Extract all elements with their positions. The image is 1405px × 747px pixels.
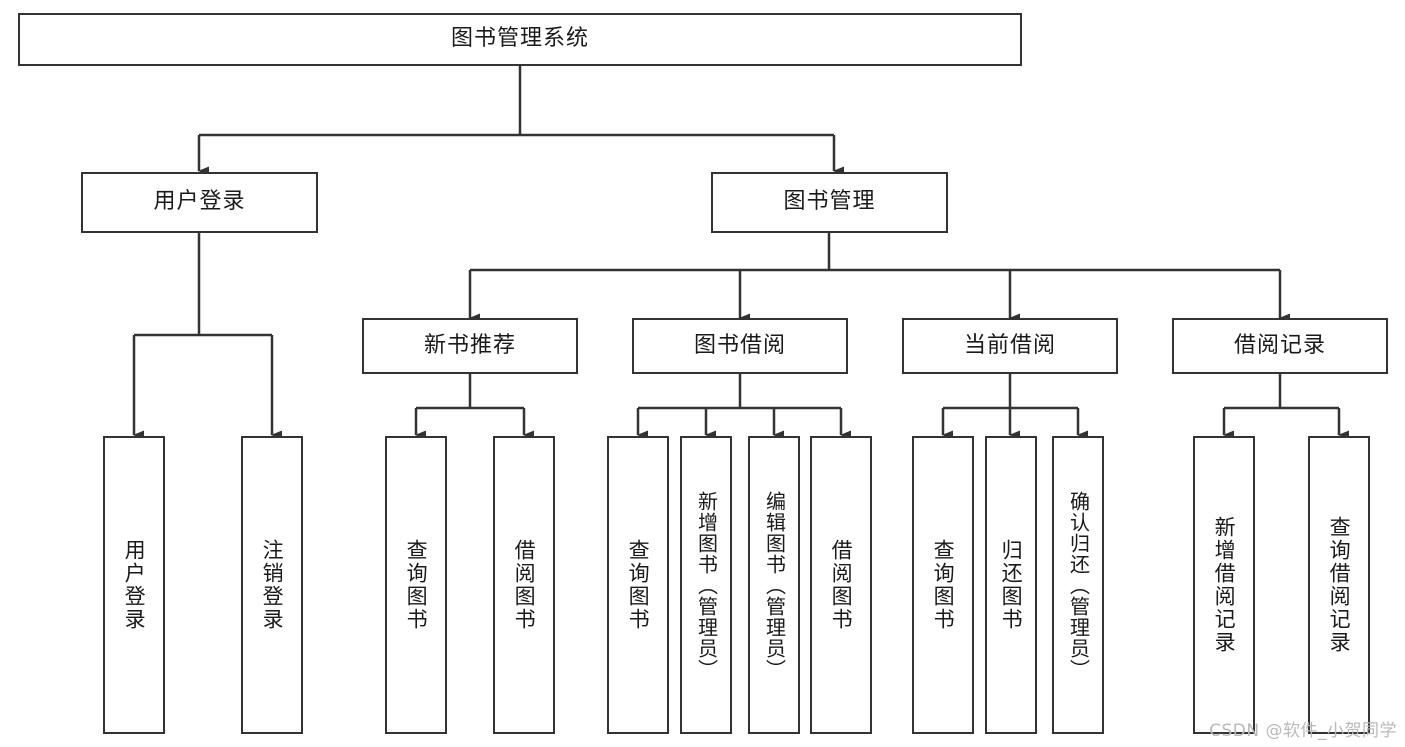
node-label: 图书管理系统 bbox=[450, 26, 589, 52]
node-label: 查询图书 bbox=[626, 539, 651, 631]
node-label: 图书管理 bbox=[783, 189, 876, 215]
node-label: 查询图书 bbox=[404, 539, 429, 631]
node-book-borrow[interactable]: 图书借阅 bbox=[632, 318, 848, 374]
node-label: 编辑图书（管理员） bbox=[762, 490, 787, 680]
leaf-edit-book-admin[interactable]: 编辑图书（管理员） bbox=[748, 436, 800, 734]
node-label: 注销登录 bbox=[260, 539, 285, 631]
node-label: 借阅图书 bbox=[829, 539, 854, 631]
node-label: 借阅图书 bbox=[512, 539, 537, 631]
node-label: 新增借阅记录 bbox=[1212, 516, 1237, 654]
node-label: 确认归还（管理员） bbox=[1066, 490, 1091, 680]
leaf-user-login[interactable]: 用户登录 bbox=[103, 436, 165, 734]
watermark: CSDN @软件_小贺同学 bbox=[1209, 721, 1397, 741]
leaf-query-borrow-record[interactable]: 查询借阅记录 bbox=[1308, 436, 1370, 734]
leaf-borrow-book[interactable]: 借阅图书 bbox=[810, 436, 872, 734]
leaf-borrow-book-recommend[interactable]: 借阅图书 bbox=[493, 436, 555, 734]
node-book-management[interactable]: 图书管理 bbox=[711, 172, 948, 233]
node-new-book-recommend[interactable]: 新书推荐 bbox=[362, 318, 578, 374]
node-label: 用户登录 bbox=[153, 189, 246, 215]
node-label: 当前借阅 bbox=[963, 332, 1056, 358]
node-user-login[interactable]: 用户登录 bbox=[81, 172, 318, 233]
node-label: 借阅记录 bbox=[1233, 332, 1326, 358]
leaf-confirm-return-admin[interactable]: 确认归还（管理员） bbox=[1052, 436, 1104, 734]
leaf-add-borrow-record[interactable]: 新增借阅记录 bbox=[1193, 436, 1255, 734]
node-root-book-management-system[interactable]: 图书管理系统 bbox=[18, 13, 1022, 66]
leaf-logout-login[interactable]: 注销登录 bbox=[241, 436, 303, 734]
leaf-query-book-recommend[interactable]: 查询图书 bbox=[385, 436, 447, 734]
node-current-borrow[interactable]: 当前借阅 bbox=[902, 318, 1118, 374]
node-label: 查询借阅记录 bbox=[1327, 516, 1352, 654]
leaf-query-book-current[interactable]: 查询图书 bbox=[912, 436, 974, 734]
node-label: 归还图书 bbox=[999, 539, 1024, 631]
node-borrow-record[interactable]: 借阅记录 bbox=[1172, 318, 1388, 374]
leaf-add-book-admin[interactable]: 新增图书（管理员） bbox=[680, 436, 732, 734]
leaf-return-book[interactable]: 归还图书 bbox=[985, 436, 1037, 734]
node-label: 查询图书 bbox=[931, 539, 956, 631]
node-label: 新书推荐 bbox=[423, 332, 516, 358]
node-label: 图书借阅 bbox=[693, 332, 786, 358]
node-label: 用户登录 bbox=[122, 539, 147, 631]
leaf-query-book-borrow[interactable]: 查询图书 bbox=[607, 436, 669, 734]
node-label: 新增图书（管理员） bbox=[694, 490, 719, 680]
